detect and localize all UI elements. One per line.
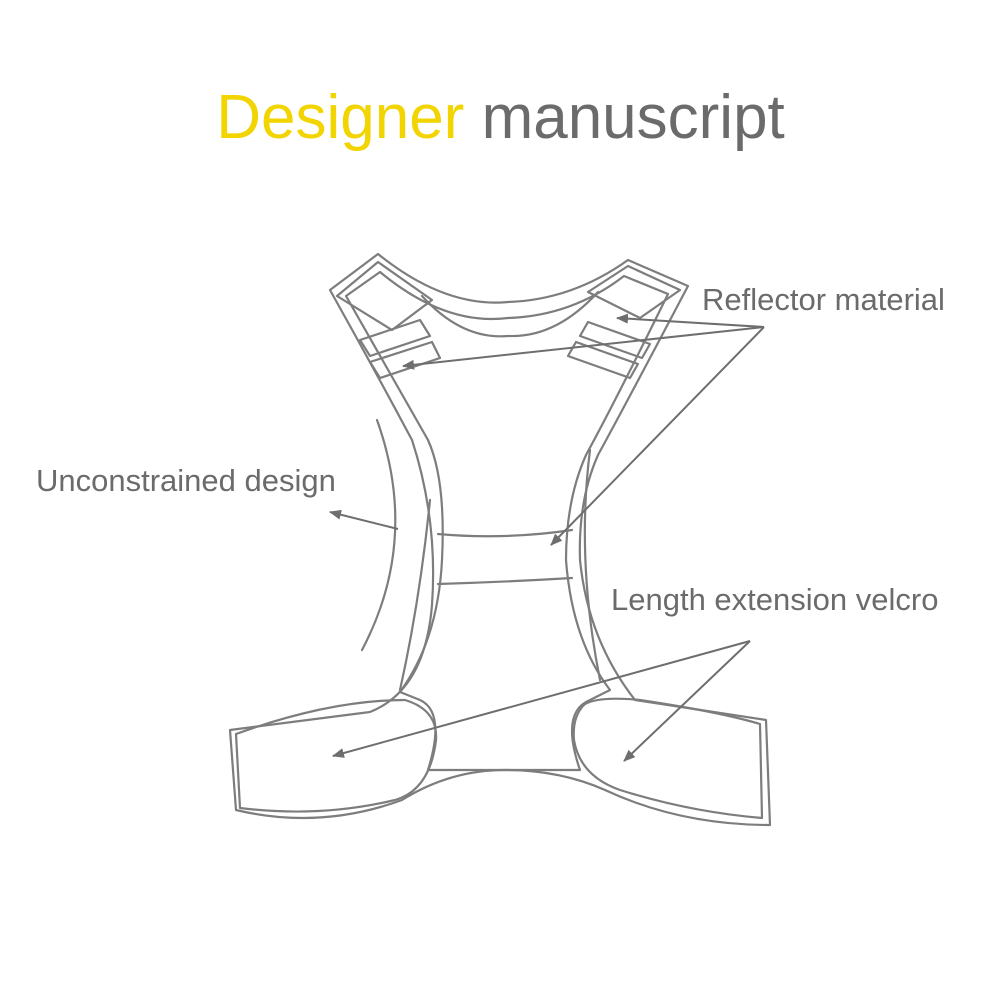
reflector-strip-left-top bbox=[335, 260, 434, 332]
arrow-velcro-left bbox=[332, 640, 751, 758]
arrow-reflector-to-left-shoulder bbox=[402, 326, 765, 370]
side-stitch-right bbox=[583, 448, 602, 682]
reflector-strip-right-bottom bbox=[566, 340, 640, 380]
callout-reflector-material: Reflector material bbox=[702, 282, 945, 317]
callout-length-extension-velcro: Length extension velcro bbox=[611, 582, 939, 617]
arrow-velcro-right bbox=[623, 640, 751, 762]
page-title: Designer manuscript bbox=[0, 82, 1001, 154]
vest-outline bbox=[228, 252, 772, 827]
collar-curve bbox=[420, 290, 600, 338]
arrow-unconstrained bbox=[329, 509, 399, 530]
title-rest-word: manuscript bbox=[481, 83, 785, 152]
chest-band-lower bbox=[436, 576, 574, 586]
reflector-strip-right-top bbox=[586, 264, 682, 320]
unconstrained-arc bbox=[360, 418, 397, 652]
arrow-reflector-to-right-shoulder bbox=[616, 313, 765, 328]
side-stitch-left bbox=[398, 498, 432, 692]
reflector-strip-left-bottom bbox=[368, 340, 442, 380]
velcro-pad-left bbox=[234, 698, 438, 813]
reflector-strip-left-mid bbox=[358, 318, 432, 358]
title-accent-word: Designer bbox=[216, 83, 465, 152]
callout-unconstrained-design: Unconstrained design bbox=[36, 463, 336, 498]
velcro-pad-right bbox=[572, 697, 764, 820]
arrow-reflector-to-chest bbox=[550, 326, 765, 546]
chest-band-upper bbox=[436, 528, 574, 538]
reflector-strip-right-mid bbox=[578, 320, 652, 360]
